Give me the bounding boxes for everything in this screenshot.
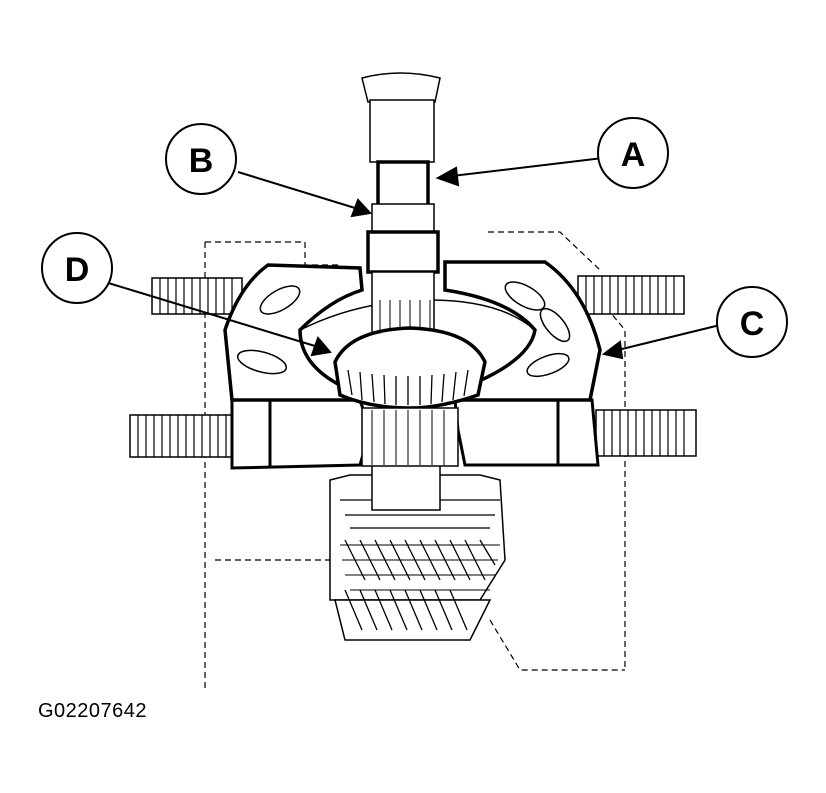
shaft (361, 72, 441, 511)
leader-lines (104, 157, 721, 360)
callout-c-label: C (740, 305, 765, 343)
bearing (333, 326, 487, 467)
callout-b: B (165, 123, 237, 195)
callout-d-label: D (65, 251, 90, 289)
callout-a: A (597, 117, 669, 189)
callout-a-label: A (621, 136, 646, 174)
bearing-splitter (223, 260, 602, 402)
callout-c: C (716, 286, 788, 358)
callout-d: D (41, 232, 113, 304)
callout-b-label: B (189, 142, 214, 180)
figure-id-label: G02207642 (38, 700, 148, 722)
